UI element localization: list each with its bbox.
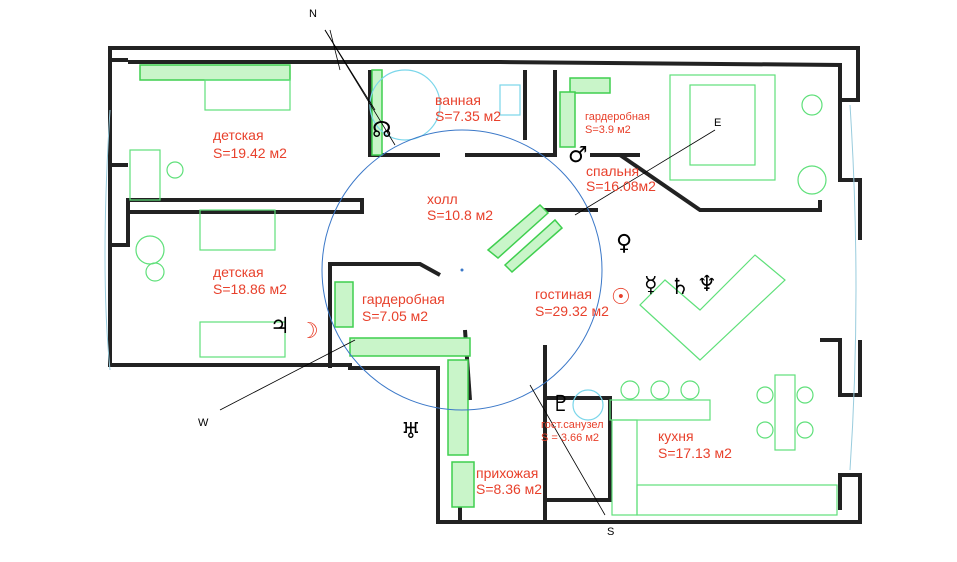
compass-overlay [104,29,857,516]
room-name: прихожая [476,465,538,481]
room-name: ванная [435,92,481,108]
room-name: холл [427,191,458,207]
east-label: E [714,117,721,129]
room-labels: детская S=19.42 м2 ванная S=7.35 м2 гард… [213,92,732,497]
room-name: спальня [586,163,639,179]
venus-icon: ♀ [616,231,632,256]
room-area: S=10.8 м2 [427,207,493,223]
north-node-icon: ☊ [372,118,392,143]
compass-letters: N E S W [198,8,721,538]
furniture [129,64,838,516]
room-name: гостиная [535,286,592,302]
room-area: S=3.9 м2 [585,124,631,136]
room-area: S=8.36 м2 [476,481,542,497]
planet-symbols: ☊ ♂ ♀ ☿ ♄ ♆ ☉ ♃ ☽ ♇ ♅ [270,118,717,444]
neptune-icon: ♆ [697,272,717,297]
walls [108,46,862,524]
room-area: S=17.13 м2 [658,445,732,461]
uranus-icon: ♅ [401,419,421,444]
mercury-icon: ☿ [644,273,658,298]
pluto-icon: ♇ [551,392,571,417]
sun-icon: ☉ [611,285,631,310]
saturn-icon: ♄ [670,275,690,300]
north-label: N [309,8,317,20]
room-name: кухня [658,428,694,444]
room-name: детская [213,264,264,280]
room-area: S=29.32 м2 [535,303,609,319]
room-name: гардеробная [585,111,650,123]
room-area: S=16.08м2 [586,178,656,194]
room-area: S=18.86 м2 [213,281,287,297]
room-area: S=7.35 м2 [435,108,501,124]
room-name: гост.санузел [541,419,604,431]
room-area: S=19.42 м2 [213,145,287,161]
room-name: детская [213,127,264,143]
west-label: W [198,417,209,429]
south-label: S [607,526,614,538]
mars-icon: ♂ [568,143,588,168]
moon-icon: ☽ [299,319,319,344]
room-area: S = 3.66 м2 [541,432,599,444]
room-area: S=7.05 м2 [362,308,428,324]
jupiter-icon: ♃ [270,314,290,339]
room-name: гардеробная [362,291,445,307]
